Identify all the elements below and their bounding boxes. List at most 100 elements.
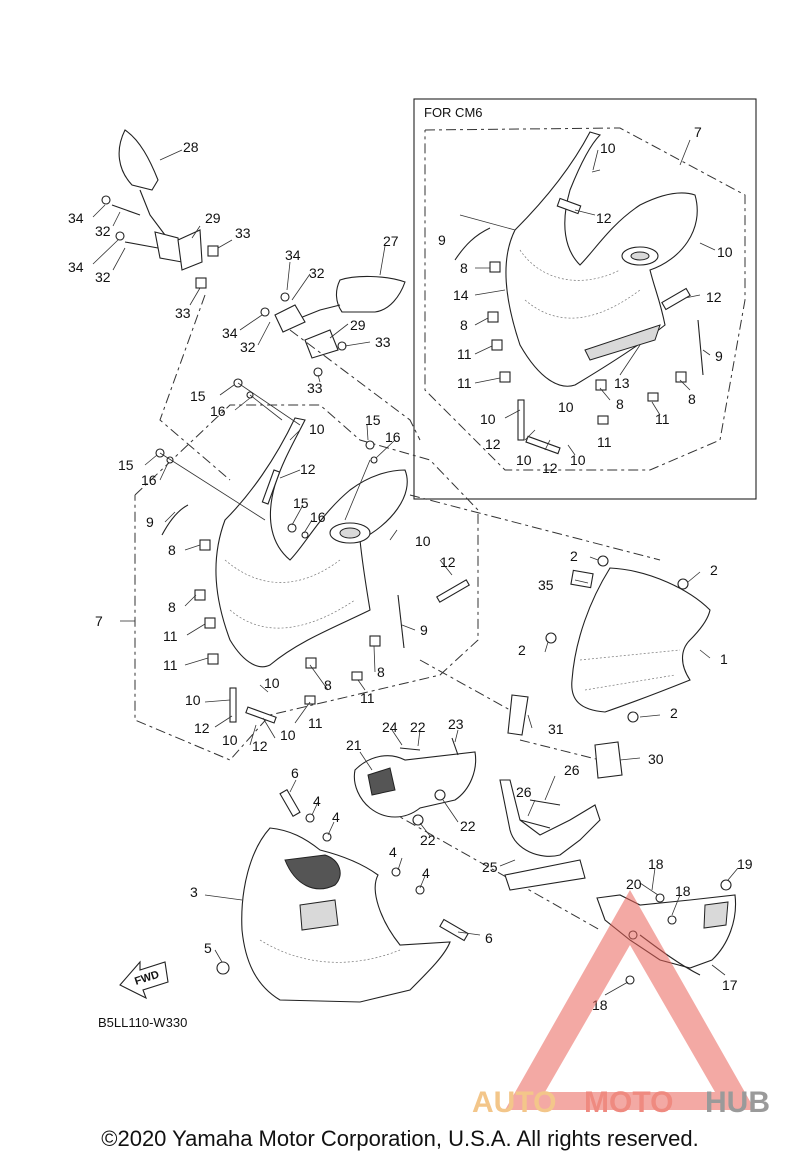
leaders-under-cowling: [204, 779, 481, 963]
nut-20: [655, 893, 665, 903]
callout-4: 4: [389, 844, 397, 860]
callout-15: 15: [365, 412, 381, 428]
callout-12: 12: [706, 289, 722, 305]
stay-assembly: [499, 694, 641, 891]
callout-14: 14: [453, 287, 469, 303]
assembly-line: [159, 294, 231, 481]
screw-2b: [677, 578, 689, 590]
tape-6a: [279, 788, 301, 818]
callout-2: 2: [670, 705, 678, 721]
cowling-dashed-group: [134, 404, 479, 761]
callout-21: 21: [346, 737, 362, 753]
callout-26: 26: [516, 784, 532, 800]
nut-8d: [369, 635, 381, 647]
bolt-32b: [124, 241, 159, 249]
callout-33: 33: [307, 380, 323, 396]
callout-34: 34: [68, 259, 84, 275]
callout-31: 31: [548, 721, 564, 737]
mirror-stem: [139, 189, 166, 236]
screw-4c: [391, 867, 401, 877]
washer-34b: [115, 231, 125, 241]
watermark-auto: AUTO: [472, 1086, 556, 1119]
callout-32: 32: [309, 265, 325, 281]
inset-leader: [599, 349, 711, 416]
stay-arm: [504, 859, 586, 891]
callout-11: 11: [360, 690, 375, 706]
inset-tape-12d: [525, 435, 561, 455]
assembly-line: [409, 494, 661, 561]
bolt-paths: [159, 382, 371, 521]
callout-12: 12: [596, 210, 612, 226]
mirror-assembly-left: [92, 129, 233, 306]
side-panel-recess: [703, 901, 729, 929]
gasket-29b: [304, 329, 339, 359]
inset-tape-12a: [556, 197, 582, 215]
upper-cowling-group: [120, 378, 479, 761]
washer-34d: [260, 307, 270, 317]
mirror-28: [118, 129, 159, 191]
callout-16: 16: [385, 429, 401, 445]
callout-7: 7: [95, 613, 103, 629]
inset-label: FOR CM6: [424, 105, 483, 120]
duct-opening: [367, 767, 396, 796]
callout-8: 8: [377, 664, 385, 680]
mirror-base-r: [274, 304, 306, 333]
bolt-26b: [519, 819, 551, 829]
inset-tape-12c: [517, 399, 525, 441]
callout-22: 22: [420, 832, 436, 848]
inset-leader: [574, 209, 596, 216]
callout-10: 10: [309, 421, 325, 437]
callout-13: 13: [614, 375, 630, 391]
assembly-line: [419, 659, 511, 711]
seal-9a: [161, 504, 189, 536]
stay-25: [499, 779, 601, 857]
inset-nut-8b: [487, 311, 499, 323]
bolt-15c: [365, 440, 375, 450]
callout-12: 12: [194, 720, 210, 736]
callout-12: 12: [252, 738, 268, 754]
inset-leader: [591, 149, 601, 173]
mirror-assembly-right: [239, 245, 406, 383]
inset-clip-11c: [647, 392, 659, 402]
watermark-triangle-icon: [505, 890, 755, 1110]
callout-22: 22: [410, 719, 426, 735]
inset-leader: [459, 214, 516, 231]
callout-32: 32: [240, 339, 256, 355]
bolt-5: [216, 961, 230, 975]
callout-16: 16: [310, 509, 326, 525]
inset-nut-8c: [595, 379, 607, 391]
gasket-29a: [177, 229, 203, 271]
callout-12: 12: [300, 461, 316, 477]
callout-29: 29: [205, 210, 221, 226]
duct-outline: [353, 751, 477, 818]
inset-frame: [413, 98, 757, 500]
washer-34a: [101, 195, 111, 205]
callout-33: 33: [175, 305, 191, 321]
callout-10: 10: [558, 399, 574, 415]
inset-clip-11d: [597, 415, 609, 425]
nut-8c: [305, 657, 317, 669]
callout-34: 34: [68, 210, 84, 226]
callout-10: 10: [600, 140, 616, 156]
inset-nut-8a: [489, 261, 501, 273]
bolt-22a: [399, 747, 421, 751]
callout-16: 16: [210, 403, 226, 419]
callout-11: 11: [457, 375, 472, 391]
inset-leader: [699, 242, 716, 251]
screw-4d: [415, 885, 425, 895]
callout-12: 12: [485, 436, 501, 452]
assembly-line: [289, 329, 421, 441]
callout-7: 7: [694, 124, 702, 140]
nut-33d: [313, 367, 323, 377]
screw-4a: [305, 813, 315, 823]
callout-10: 10: [185, 692, 201, 708]
callout-34: 34: [222, 325, 238, 341]
callout-11: 11: [163, 628, 178, 644]
washer-16d: [301, 531, 309, 539]
leaders-cowling: [164, 429, 453, 746]
callout-16: 16: [141, 472, 157, 488]
under-cowling-vent: [284, 854, 341, 890]
inset-clip-11b: [499, 371, 511, 383]
callout-9: 9: [715, 348, 723, 364]
callout-25: 25: [482, 859, 498, 875]
